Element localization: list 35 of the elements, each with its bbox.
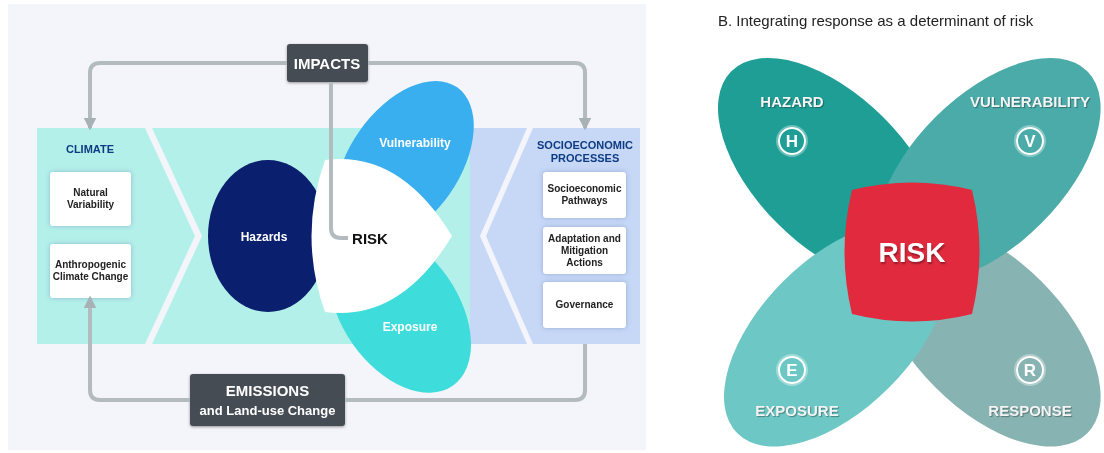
petal-label: Exposure — [382, 320, 438, 334]
risk-label: RISK — [352, 229, 388, 247]
petal-label: HAZARD — [760, 92, 824, 110]
box-label: and Land-use Change — [199, 402, 336, 418]
connector-line — [345, 344, 587, 402]
letter-circle: H — [778, 127, 806, 155]
connector-arrow — [83, 295, 190, 402]
connector-line — [329, 82, 349, 240]
letter-circle: V — [1016, 127, 1044, 155]
card-text: Governance — [554, 299, 615, 311]
risk-label: RISK — [878, 237, 946, 269]
box-label: EMISSIONS — [225, 381, 310, 399]
band-heading: SOCIOECONOMIC PROCESSES — [536, 139, 634, 165]
card-text: Anthropogenic Climate Change — [52, 259, 129, 283]
letter-circle: E — [778, 356, 806, 384]
text-card — [50, 244, 131, 298]
petal-label: RESPONSE — [988, 401, 1072, 419]
text-card — [543, 282, 626, 328]
impacts-box — [287, 44, 368, 82]
petal-label: Hazards — [240, 230, 288, 244]
emissions-box — [190, 374, 345, 426]
petal-label: VULNERABILITY — [970, 92, 1090, 110]
connector-arrow — [83, 61, 287, 131]
band-heading: CLIMATE — [65, 142, 115, 156]
petal-label: EXPOSURE — [755, 401, 839, 419]
text-card — [543, 172, 626, 218]
card-text: Socioeconomic Pathways — [546, 183, 623, 207]
text-card — [50, 172, 131, 226]
petal-label: Vulnerability — [379, 136, 451, 150]
card-text: Natural Variability — [65, 187, 116, 211]
connector-arrow — [368, 61, 592, 131]
card-text: Adaptation and Mitigation Actions — [547, 232, 622, 269]
panel-title: B. Integrating response as a determinant of risk — [718, 12, 1034, 29]
box-label: IMPACTS — [293, 54, 361, 72]
letter-circle: R — [1016, 356, 1044, 384]
